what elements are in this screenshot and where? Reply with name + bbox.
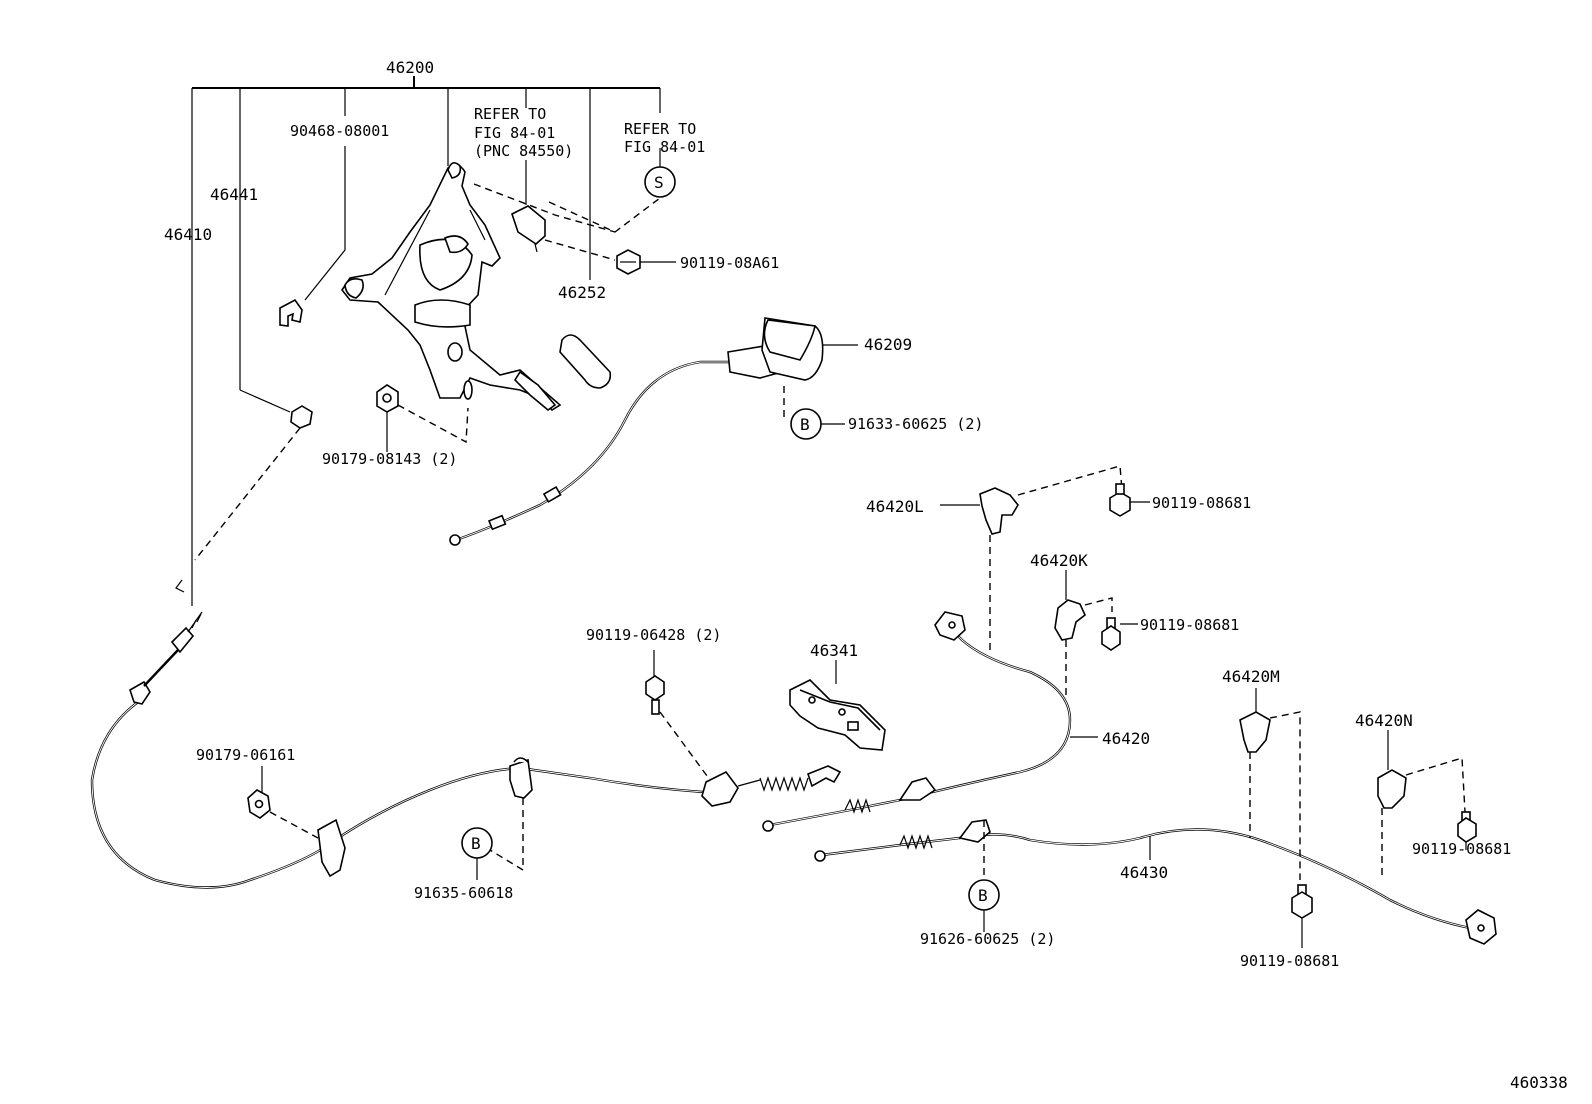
clip-90468-08001[interactable] [279, 298, 303, 327]
label-90179-08143[interactable]: 90179-08143 (2) [322, 450, 457, 468]
intermediate-cable-46410[interactable] [90, 579, 721, 889]
clip-46420l[interactable] [979, 487, 1019, 535]
label-90119-08a61[interactable]: 90119-08A61 [680, 254, 779, 272]
label-46430[interactable]: 46430 [1120, 863, 1168, 882]
rear-cable-46420[interactable] [762, 611, 1072, 832]
bolt-90119-08681-c[interactable] [1291, 884, 1313, 919]
front-cable-46209[interactable] [449, 317, 824, 546]
label-46252[interactable]: 46252 [558, 283, 606, 302]
diagram-id: 460338 [1510, 1073, 1568, 1092]
svg-text:(PNC 84550): (PNC 84550) [474, 142, 573, 160]
refer-note-84550[interactable]: REFER TO FIG 84-01 (PNC 84550) [474, 105, 573, 160]
svg-text:B: B [800, 415, 810, 434]
marker-b-91633[interactable]: B [790, 408, 822, 440]
label-90179-06161[interactable]: 90179-06161 [196, 746, 295, 764]
label-46420n[interactable]: 46420N [1355, 711, 1413, 730]
label-46410[interactable]: 46410 [164, 225, 212, 244]
clip-46420n[interactable] [1377, 769, 1407, 809]
label-46420[interactable]: 46420 [1102, 729, 1150, 748]
bolt-90119-08a61[interactable] [616, 249, 641, 275]
marker-s[interactable]: S [644, 166, 676, 198]
refer-note-s[interactable]: REFER TO FIG 84-01 [624, 120, 705, 156]
label-90119-08681-a[interactable]: 90119-08681 [1152, 494, 1251, 512]
label-90119-08681-d[interactable]: 90119-08681 [1240, 952, 1339, 970]
label-90119-08681-c[interactable]: 90119-08681 [1412, 840, 1511, 858]
bracket-46341[interactable] [789, 679, 886, 751]
marker-b-91626[interactable]: B [968, 879, 1000, 911]
bolt-90119-08681-a[interactable] [1109, 483, 1131, 517]
label-90119-06428[interactable]: 90119-06428 (2) [586, 626, 721, 644]
assembly-bracket-46200: 46200 [191, 58, 661, 606]
clip-46420m[interactable] [1239, 711, 1271, 753]
svg-text:FIG 84-01: FIG 84-01 [474, 124, 555, 142]
svg-text:REFER TO: REFER TO [624, 120, 696, 138]
label-46420l[interactable]: 46420L [866, 497, 924, 516]
pedal-pad-46252[interactable] [559, 334, 612, 389]
svg-text:B: B [978, 886, 988, 905]
label-91633-60625[interactable]: 91633-60625 (2) [848, 415, 983, 433]
nut-90179-06161[interactable] [247, 789, 271, 819]
clip-46420k[interactable] [1054, 599, 1086, 641]
parking-brake-pedal-assembly [341, 162, 562, 412]
bolt-90119-08681-d[interactable] [1457, 811, 1477, 843]
svg-text:B: B [471, 834, 481, 853]
equalizer-spring[interactable] [701, 765, 842, 807]
label-90119-08681-b[interactable]: 90119-08681 [1140, 616, 1239, 634]
bolt-90119-08681-b[interactable] [1101, 617, 1121, 651]
label-46420m[interactable]: 46420M [1222, 667, 1280, 686]
stop-lamp-switch[interactable] [511, 205, 546, 246]
label-91626-60625[interactable]: 91626-60625 (2) [920, 930, 1055, 948]
svg-text:REFER TO: REFER TO [474, 105, 546, 123]
svg-text:S: S [654, 173, 664, 192]
label-46341[interactable]: 46341 [810, 641, 858, 660]
label-46200[interactable]: 46200 [386, 58, 434, 77]
rear-cable-46430[interactable] [814, 819, 1497, 945]
bolt-90119-06428[interactable] [645, 675, 665, 715]
label-91635-60618[interactable]: 91635-60618 [414, 884, 513, 902]
label-90468-08001[interactable]: 90468-08001 [290, 122, 389, 140]
nut-90179-08143[interactable] [376, 384, 399, 413]
cushion-46441[interactable] [290, 405, 313, 429]
label-46209[interactable]: 46209 [864, 335, 912, 354]
svg-text:FIG 84-01: FIG 84-01 [624, 138, 705, 156]
label-46420k[interactable]: 46420K [1030, 551, 1088, 570]
marker-b-91635[interactable]: B [461, 827, 493, 859]
label-46441[interactable]: 46441 [210, 185, 258, 204]
